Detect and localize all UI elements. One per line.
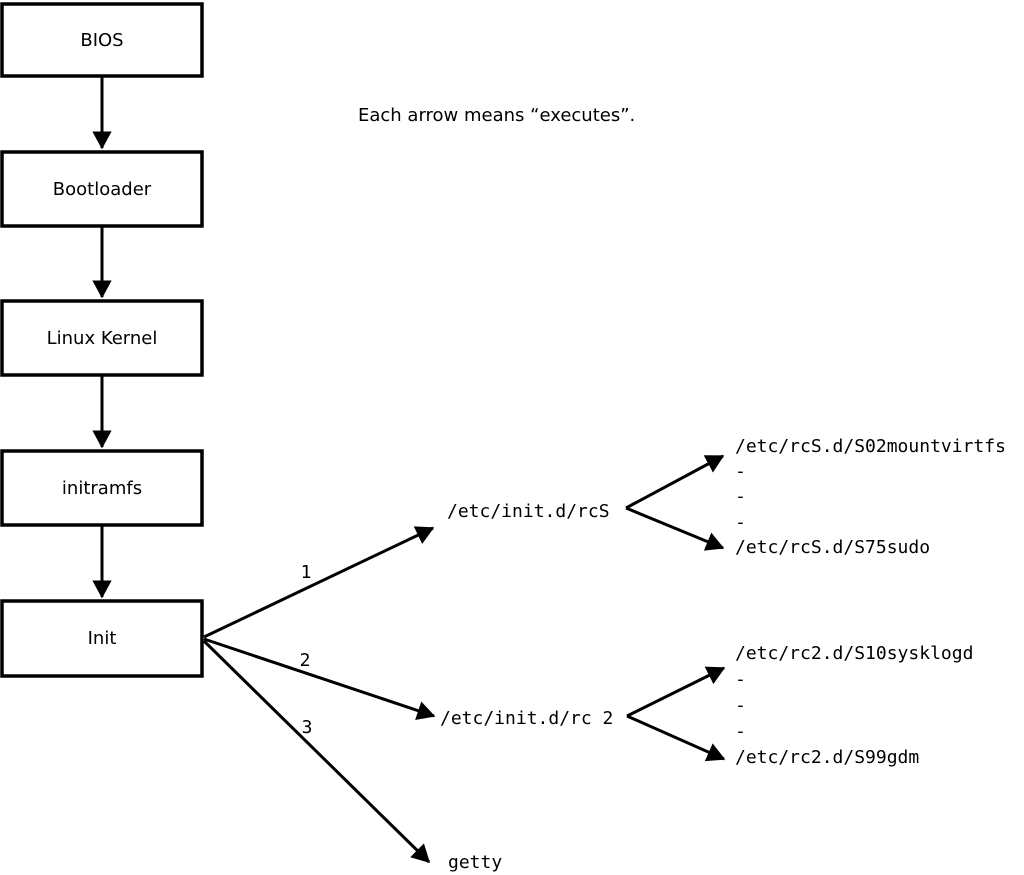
box-init: Init xyxy=(0,599,204,678)
rc2-ellipsis-dash: - xyxy=(735,721,746,742)
initramfs-box-label: initramfs xyxy=(62,478,142,499)
branch-order-1: 1 xyxy=(301,562,312,583)
rcS-script-first: /etc/rcS.d/S02mountvirtfs xyxy=(735,436,1006,457)
init-box-label: Init xyxy=(88,628,117,649)
rc2-ellipsis-dash: - xyxy=(735,695,746,716)
rcS-script-listing: /etc/rcS.d/S02mountvirtfs - - - /etc/rcS… xyxy=(735,436,1006,558)
arrow-rc2-to-first-script xyxy=(626,666,726,718)
rcS-ellipsis-dash: - xyxy=(735,486,746,507)
bootloader-box-rect xyxy=(0,150,204,228)
rcS-ellipsis-dash: - xyxy=(735,461,746,482)
branch-order-2: 2 xyxy=(300,650,311,671)
rcS-script-last: /etc/rcS.d/S75sudo xyxy=(735,537,930,558)
target-getty-label: getty xyxy=(448,852,502,873)
box-linux-kernel: Linux Kernel xyxy=(0,299,204,377)
target-rcS-label: /etc/init.d/rcS xyxy=(447,501,610,522)
rc2-ellipsis-dash: - xyxy=(735,669,746,690)
arrow-rcS-to-last-script xyxy=(625,506,725,551)
initramfs-box-rect xyxy=(0,449,204,527)
note-arrow-meaning: Each arrow means “executes”. xyxy=(358,105,635,126)
init-box-rect xyxy=(0,599,204,678)
arrow-rcS-to-first-script xyxy=(625,454,725,510)
bios-box-rect xyxy=(0,2,204,78)
box-bootloader: Bootloader xyxy=(0,150,204,228)
arrow-rc2-to-last-script xyxy=(626,714,726,762)
arrow-init-to-rc2 xyxy=(203,637,436,720)
box-initramfs: initramfs xyxy=(0,449,204,527)
branch-order-3: 3 xyxy=(302,717,313,738)
bootloader-box-label: Bootloader xyxy=(53,179,152,200)
linux-kernel-box-label: Linux Kernel xyxy=(47,328,158,349)
bios-box-label: BIOS xyxy=(80,30,123,51)
rcS-ellipsis-dash: - xyxy=(735,512,746,533)
arrow-init-to-getty xyxy=(202,639,431,864)
box-bios: BIOS xyxy=(0,2,204,78)
rc2-script-first: /etc/rc2.d/S10sysklogd xyxy=(735,643,973,664)
rc2-script-listing: /etc/rc2.d/S10sysklogd - - - /etc/rc2.d/… xyxy=(735,643,973,768)
target-rc2-label: /etc/init.d/rc 2 xyxy=(440,708,613,729)
arrow-init-to-rcS xyxy=(203,526,435,639)
rc2-script-last: /etc/rc2.d/S99gdm xyxy=(735,747,919,768)
